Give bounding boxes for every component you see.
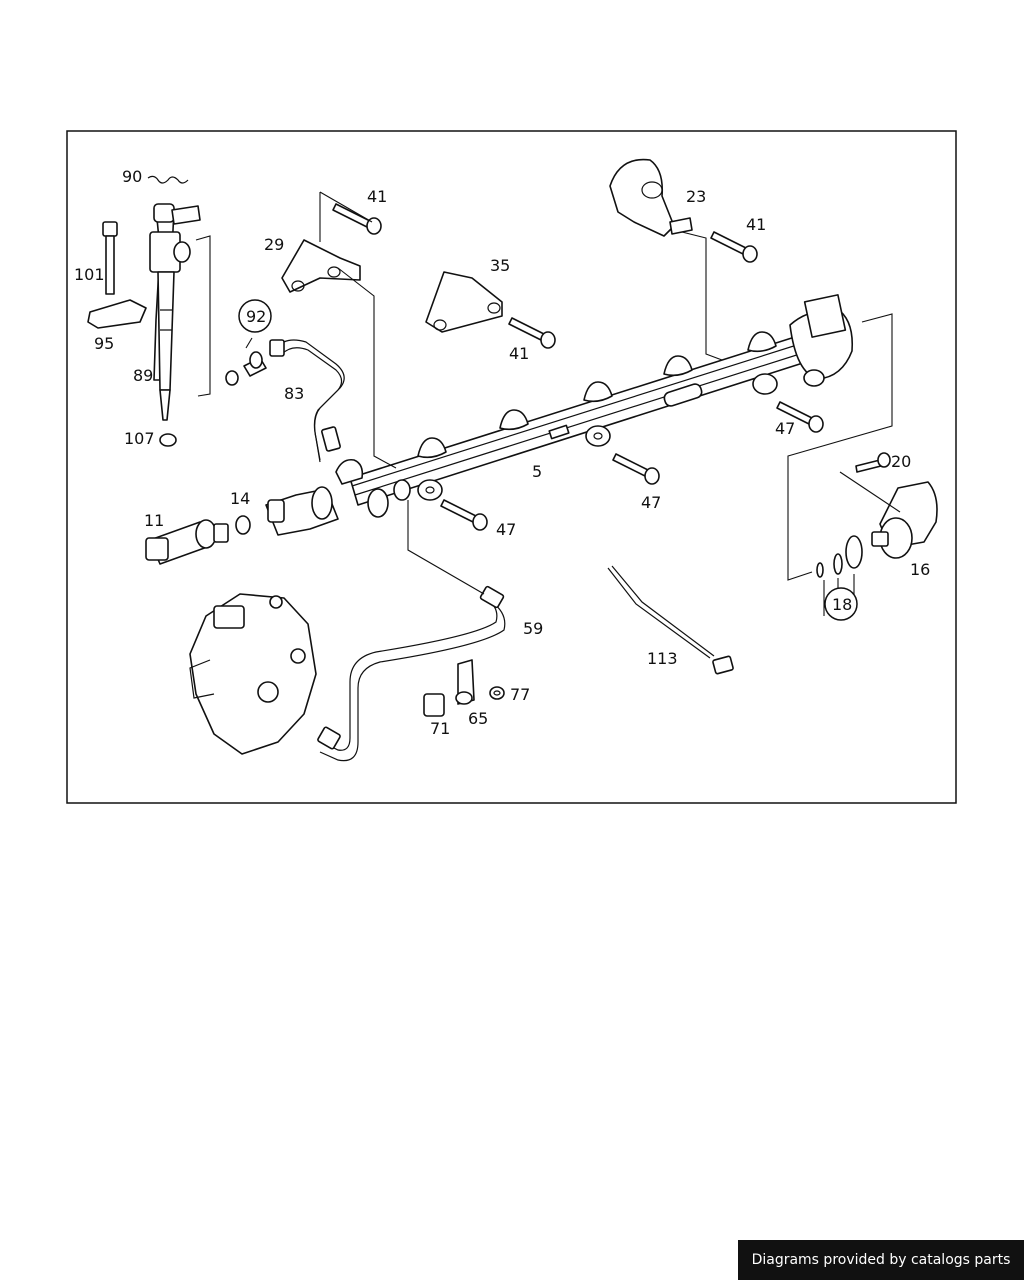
bolt-47-right — [776, 401, 824, 433]
label-71: 71 — [430, 719, 450, 738]
oring-92 — [225, 351, 267, 386]
label-47-mid: 47 — [641, 493, 661, 512]
label-35: 35 — [490, 256, 510, 275]
label-89: 89 — [133, 366, 153, 385]
label-18: 18 — [832, 595, 852, 614]
label-20: 20 — [891, 452, 911, 471]
label-41-right: 41 — [746, 215, 766, 234]
clamp-95 — [87, 299, 147, 329]
seal-107 — [159, 433, 177, 447]
label-83: 83 — [284, 384, 304, 403]
cable-tie-113 — [607, 565, 734, 675]
washer-14 — [235, 515, 251, 535]
label-90: 90 — [122, 167, 142, 186]
diagram-frame — [66, 130, 957, 804]
part-71 — [423, 693, 445, 717]
nut-77 — [489, 686, 505, 700]
bolt-47-mid — [612, 453, 660, 485]
bolt-41-right — [710, 231, 758, 263]
rail-pressure-sensor — [265, 486, 339, 536]
callout-circle-18 — [824, 587, 858, 621]
label-23: 23 — [686, 187, 706, 206]
fuel-line-59 — [317, 585, 506, 762]
bracket-23 — [609, 158, 675, 237]
label-77: 77 — [510, 685, 530, 704]
label-113: 113 — [647, 649, 678, 668]
bolt-101 — [102, 221, 118, 295]
injector — [149, 203, 201, 421]
screw-20 — [855, 452, 891, 473]
bolt-41-top — [332, 203, 382, 235]
label-65: 65 — [468, 709, 488, 728]
bolt-41-mid — [508, 317, 556, 349]
bolt-47-left — [440, 499, 488, 531]
seals-18 — [816, 535, 863, 578]
bracket-35 — [425, 271, 503, 333]
label-14: 14 — [230, 489, 250, 508]
injection-line-83 — [269, 339, 345, 463]
label-41-top: 41 — [367, 187, 387, 206]
label-101: 101 — [74, 265, 105, 284]
label-16: 16 — [910, 560, 930, 579]
label-5: 5 — [532, 462, 542, 481]
high-pressure-pump — [189, 593, 317, 755]
callout-circle-92 — [238, 299, 272, 333]
label-41-mid: 41 — [509, 344, 529, 363]
pressure-regulator-16 — [871, 481, 938, 559]
label-47-right: 47 — [775, 419, 795, 438]
fuel-rail — [335, 294, 854, 518]
bracket-29 — [281, 239, 361, 293]
label-59: 59 — [523, 619, 543, 638]
label-11: 11 — [144, 511, 164, 530]
label-29: 29 — [264, 235, 284, 254]
footer-credit: Diagrams provided by catalogs parts — [738, 1240, 1024, 1280]
label-95: 95 — [94, 334, 114, 353]
leader-lines — [195, 191, 901, 616]
clip-90 — [147, 175, 189, 184]
label-107: 107 — [124, 429, 155, 448]
label-47-left: 47 — [496, 520, 516, 539]
sensor-11 — [145, 519, 229, 565]
label-92: 92 — [246, 307, 266, 326]
